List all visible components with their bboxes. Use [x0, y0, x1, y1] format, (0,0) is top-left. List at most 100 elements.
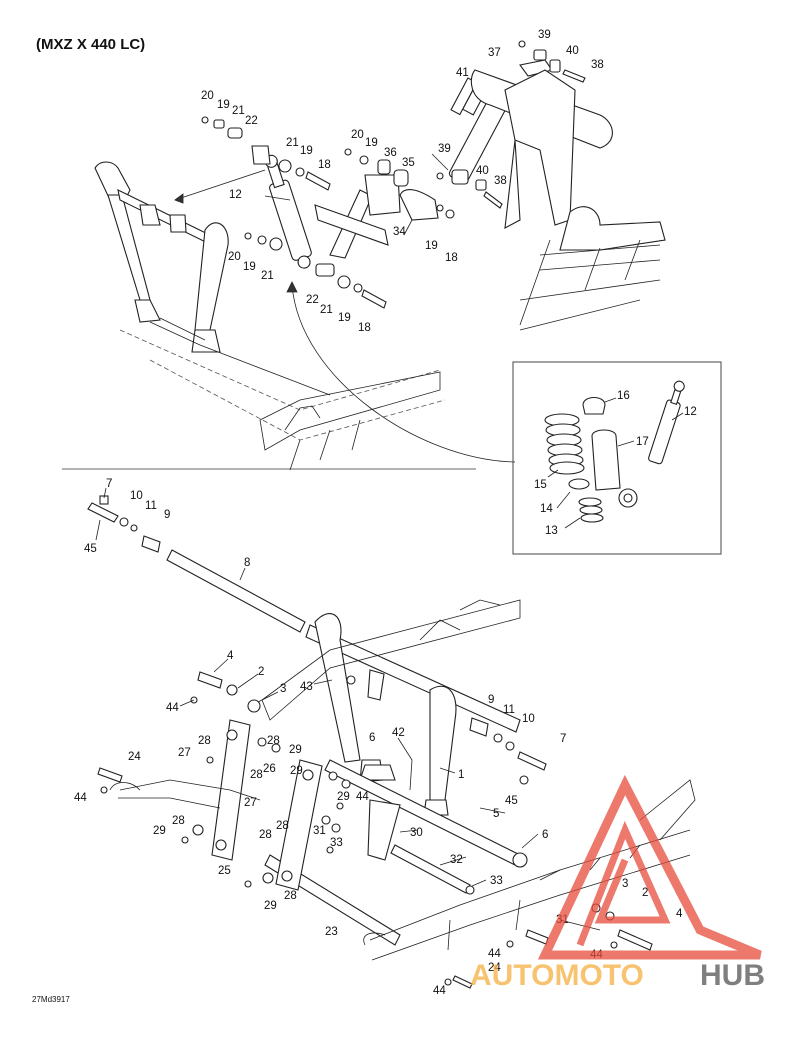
- callout-label: 6: [542, 829, 548, 841]
- callout-label: 29: [264, 900, 277, 912]
- callout-label: 27: [178, 747, 191, 759]
- callout-label: 21: [232, 105, 245, 117]
- bottom-leader-lines: [95, 487, 601, 931]
- callout-label: 19: [217, 99, 230, 111]
- callout-label: 17: [636, 436, 649, 448]
- top-callouts: 39 37 40 38 41 20 19 21 22 21 19 18 20 1…: [201, 29, 604, 334]
- watermark-word-a: AUTOMOTO: [470, 959, 644, 992]
- callout-label: 11: [503, 704, 515, 716]
- inset-box: [512, 361, 722, 555]
- callout-label: 19: [365, 137, 378, 149]
- callout-label: 5: [493, 808, 499, 820]
- callout-label: 29: [153, 825, 166, 837]
- callout-label: 12: [229, 189, 242, 201]
- callout-label: 36: [384, 147, 397, 159]
- callout-label: 29: [289, 744, 302, 756]
- callout-label: 28: [267, 735, 280, 747]
- callout-label: 9: [164, 509, 170, 521]
- callout-label: 28: [276, 820, 289, 832]
- callout-label: 22: [245, 115, 258, 127]
- callout-label: 44: [166, 702, 179, 714]
- callout-label: 33: [330, 837, 343, 849]
- callout-label: 42: [392, 727, 405, 739]
- callout-label: 21: [320, 304, 333, 316]
- callout-label: 4: [227, 650, 234, 662]
- callout-label: 39: [438, 143, 451, 155]
- callout-label: 19: [243, 261, 256, 273]
- callout-label: 18: [358, 322, 371, 334]
- top-section-drawing: [94, 40, 666, 471]
- callout-label: 44: [433, 985, 446, 997]
- callout-label: 31: [313, 825, 326, 837]
- callout-label: 18: [445, 252, 458, 264]
- callout-label: 7: [106, 478, 112, 490]
- callout-label: 26: [263, 763, 276, 775]
- callout-label: 25: [218, 865, 231, 877]
- top-leader-lines: [264, 153, 449, 236]
- callout-label: 10: [522, 713, 535, 725]
- callout-label: 14: [540, 503, 553, 515]
- callout-label: 38: [494, 175, 507, 187]
- callout-label: 7: [560, 733, 566, 745]
- callout-label: 21: [261, 270, 274, 282]
- callout-label: 20: [201, 90, 214, 102]
- callout-label: 24: [128, 751, 141, 763]
- callout-label: 41: [456, 67, 469, 79]
- callout-label: 29: [290, 765, 303, 777]
- callout-label: 28: [198, 735, 211, 747]
- callout-label: 15: [534, 479, 547, 491]
- callout-label: 44: [74, 792, 87, 804]
- callout-label: 19: [425, 240, 438, 252]
- spring-15: [544, 413, 585, 475]
- callout-label: 29: [337, 791, 350, 803]
- bottom-callouts: 7 10 11 9 45 8 4 2 3 43 44 24 27 28 26 2…: [74, 478, 683, 997]
- callout-label: 2: [258, 666, 264, 678]
- callout-label: 4: [676, 908, 683, 920]
- callout-label: 3: [622, 878, 628, 890]
- callout-label: 40: [566, 45, 579, 57]
- callout-label: 44: [356, 791, 369, 803]
- callout-label: 35: [402, 157, 415, 169]
- callout-label: 37: [488, 47, 501, 59]
- callout-label: 8: [244, 557, 250, 569]
- callout-label: 24: [488, 962, 501, 974]
- callout-label: 30: [410, 827, 423, 839]
- callout-label: 22: [306, 294, 319, 306]
- callout-label: 6: [369, 732, 375, 744]
- callout-label: 28: [284, 890, 297, 902]
- callout-label: 39: [538, 29, 551, 41]
- callout-label: 34: [393, 226, 406, 238]
- callout-label: 45: [505, 795, 518, 807]
- callout-label: 2: [642, 887, 648, 899]
- callout-label: 19: [338, 312, 351, 324]
- callout-label: 40: [476, 165, 489, 177]
- callout-label: 28: [172, 815, 185, 827]
- callout-label: 45: [84, 543, 97, 555]
- watermark-logo: AUTOMOTO HUB: [470, 774, 765, 992]
- callout-label: 1: [458, 769, 464, 781]
- callout-label: 20: [351, 129, 364, 141]
- callout-label: 20: [228, 251, 241, 263]
- callout-label: 18: [318, 159, 331, 171]
- callout-label: 44: [488, 948, 501, 960]
- callout-label: 23: [325, 926, 338, 938]
- diagram-title: (MXZ X 440 LC): [36, 36, 145, 53]
- callout-label: 33: [490, 875, 503, 887]
- watermark-word-b: HUB: [700, 959, 765, 992]
- callout-label: 3: [280, 683, 286, 695]
- callout-label: 11: [145, 500, 157, 512]
- callout-label: 27: [244, 797, 257, 809]
- callout-label: 10: [130, 490, 143, 502]
- callout-label: 32: [450, 854, 463, 866]
- bottom-section-drawing: [87, 495, 696, 961]
- inset-callouts: 16 12 17 15 14 13: [534, 390, 697, 537]
- callout-label: 9: [488, 694, 494, 706]
- callout-label: 43: [300, 681, 313, 693]
- callout-label: 16: [617, 390, 630, 402]
- callout-label: 28: [250, 769, 263, 781]
- callout-label: 38: [591, 59, 604, 71]
- callout-label: 12: [684, 406, 697, 418]
- callout-label: 21: [286, 137, 299, 149]
- drawing-code: 27Md3917: [32, 995, 70, 1004]
